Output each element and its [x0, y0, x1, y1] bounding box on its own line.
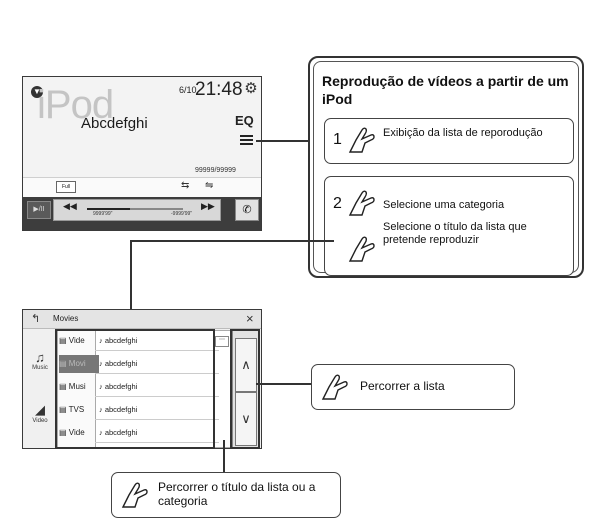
- connector-line: [256, 383, 312, 385]
- clock: 21:48: [195, 79, 243, 100]
- category-item[interactable]: ▤ Vide: [59, 428, 85, 437]
- connector-line: [130, 240, 132, 335]
- note-icon: ♪: [99, 428, 103, 437]
- instruction-panel: Reprodução de vídeos a partir de um iPod…: [308, 56, 584, 278]
- side-tab-music[interactable]: ♫ Music: [27, 350, 53, 371]
- repeat-icon[interactable]: ⇆: [181, 180, 190, 191]
- playback-area: [23, 77, 261, 177]
- full-screen-button[interactable]: Full: [56, 181, 76, 193]
- step-2-text-a: Selecione uma categoria: [383, 199, 505, 211]
- elapsed-time: 9999'99": [93, 211, 113, 217]
- callout-scroll-list: Percorrer a lista: [311, 364, 515, 410]
- category-item[interactable]: ▤ Vide: [59, 336, 85, 345]
- scroll-up-button[interactable]: ∧: [235, 338, 257, 392]
- note-icon: ♪: [99, 359, 103, 368]
- connector-line: [320, 240, 334, 242]
- settings-icon[interactable]: ⚙: [244, 80, 258, 97]
- movies-list-screen: ↰ Movies × ♫ Music ◢ Video ▤ Vide ▤ Movi…: [22, 309, 262, 449]
- more-options-icon[interactable]: ⋯: [215, 336, 229, 347]
- tap-hand-icon: [348, 127, 375, 153]
- list-item[interactable]: ♪ abcdefghi: [95, 424, 219, 443]
- list-item[interactable]: ♪ abcdefghi: [95, 332, 219, 351]
- callout-scroll-title-text: Percorrer o título da lista ou a categor…: [158, 480, 316, 508]
- date-display: 6/10: [179, 85, 197, 95]
- remaining-time: -9999'99": [171, 211, 193, 217]
- shuffle-icon[interactable]: ⇋: [205, 180, 214, 191]
- play-pause-button[interactable]: ▶/II: [27, 201, 51, 219]
- forward-button[interactable]: ▶▶: [201, 201, 215, 211]
- list-title: Movies: [53, 314, 79, 323]
- scroll-down-button[interactable]: ∨: [235, 392, 257, 446]
- category-item[interactable]: ▤ Musi: [59, 382, 86, 391]
- connector-line: [223, 440, 225, 474]
- track-counter: 99999/99999: [195, 167, 236, 174]
- music-icon: ♫: [35, 350, 45, 365]
- callout-scroll-title: Percorrer o título da lista ou a categor…: [111, 472, 341, 518]
- song-title: Abcdefghi: [81, 115, 148, 132]
- note-icon: ♪: [99, 405, 103, 414]
- side-tab-video[interactable]: ◢ Video: [27, 402, 53, 424]
- step-2-number: 2: [333, 195, 342, 212]
- seek-bar-fill: [87, 208, 131, 210]
- scroll-highlight-box: [230, 329, 260, 449]
- category-item[interactable]: ▤ TVS: [59, 405, 85, 414]
- side-tab-label: Video: [32, 418, 48, 424]
- category-item-selected[interactable]: ▤ Movi: [59, 355, 99, 373]
- step-1-number: 1: [333, 131, 342, 148]
- list-item[interactable]: ♪ abcdefghi: [95, 378, 219, 397]
- side-tab-label: Music: [32, 365, 48, 371]
- note-icon: ♪: [99, 336, 103, 345]
- step-2-box: 2 Selecione uma categoria Selecione o tí…: [324, 176, 574, 276]
- step-2-text-b: Selecione o título da lista que pretende…: [383, 221, 527, 246]
- phone-icon[interactable]: ✆: [235, 199, 259, 221]
- tap-hand-icon: [321, 374, 348, 400]
- video-icon: ◢: [35, 402, 45, 417]
- panel-title: Reprodução de vídeos a partir de um iPod: [322, 73, 569, 107]
- connector-line: [130, 240, 322, 242]
- step-1-box: 1 Exibição da lista de reporodução: [324, 118, 574, 164]
- back-arrow-icon[interactable]: ↰: [31, 313, 41, 325]
- list-item[interactable]: ♪ abcdefghi: [95, 401, 219, 420]
- connector-line: [256, 140, 316, 142]
- list-icon[interactable]: [240, 135, 253, 147]
- list-header: [23, 310, 261, 329]
- callout-scroll-list-text: Percorrer a lista: [360, 379, 445, 393]
- step-1-text: Exibição da lista de reporodução: [383, 127, 543, 139]
- tap-hand-icon: [121, 482, 148, 508]
- ipod-playback-screen: ▼ iPod Abcdefghi 6/10 21:48 ⚙ EQ 99999/9…: [22, 76, 262, 231]
- eq-button[interactable]: EQ: [235, 113, 254, 128]
- rewind-button[interactable]: ◀◀: [63, 201, 77, 211]
- list-highlight-box: [55, 329, 215, 449]
- tap-hand-icon: [348, 236, 375, 262]
- mode-strip: [23, 177, 261, 198]
- source-menu-icon[interactable]: ▼: [31, 86, 43, 98]
- seek-panel: [53, 199, 221, 221]
- list-item[interactable]: ♪ abcdefghi: [95, 355, 219, 374]
- source-name: iPod: [37, 83, 114, 127]
- note-icon: ♪: [99, 382, 103, 391]
- close-button[interactable]: ×: [246, 311, 254, 326]
- tap-hand-icon: [348, 190, 375, 216]
- seek-bar[interactable]: [87, 208, 183, 210]
- instruction-panel-inner: Reprodução de vídeos a partir de um iPod…: [313, 61, 579, 276]
